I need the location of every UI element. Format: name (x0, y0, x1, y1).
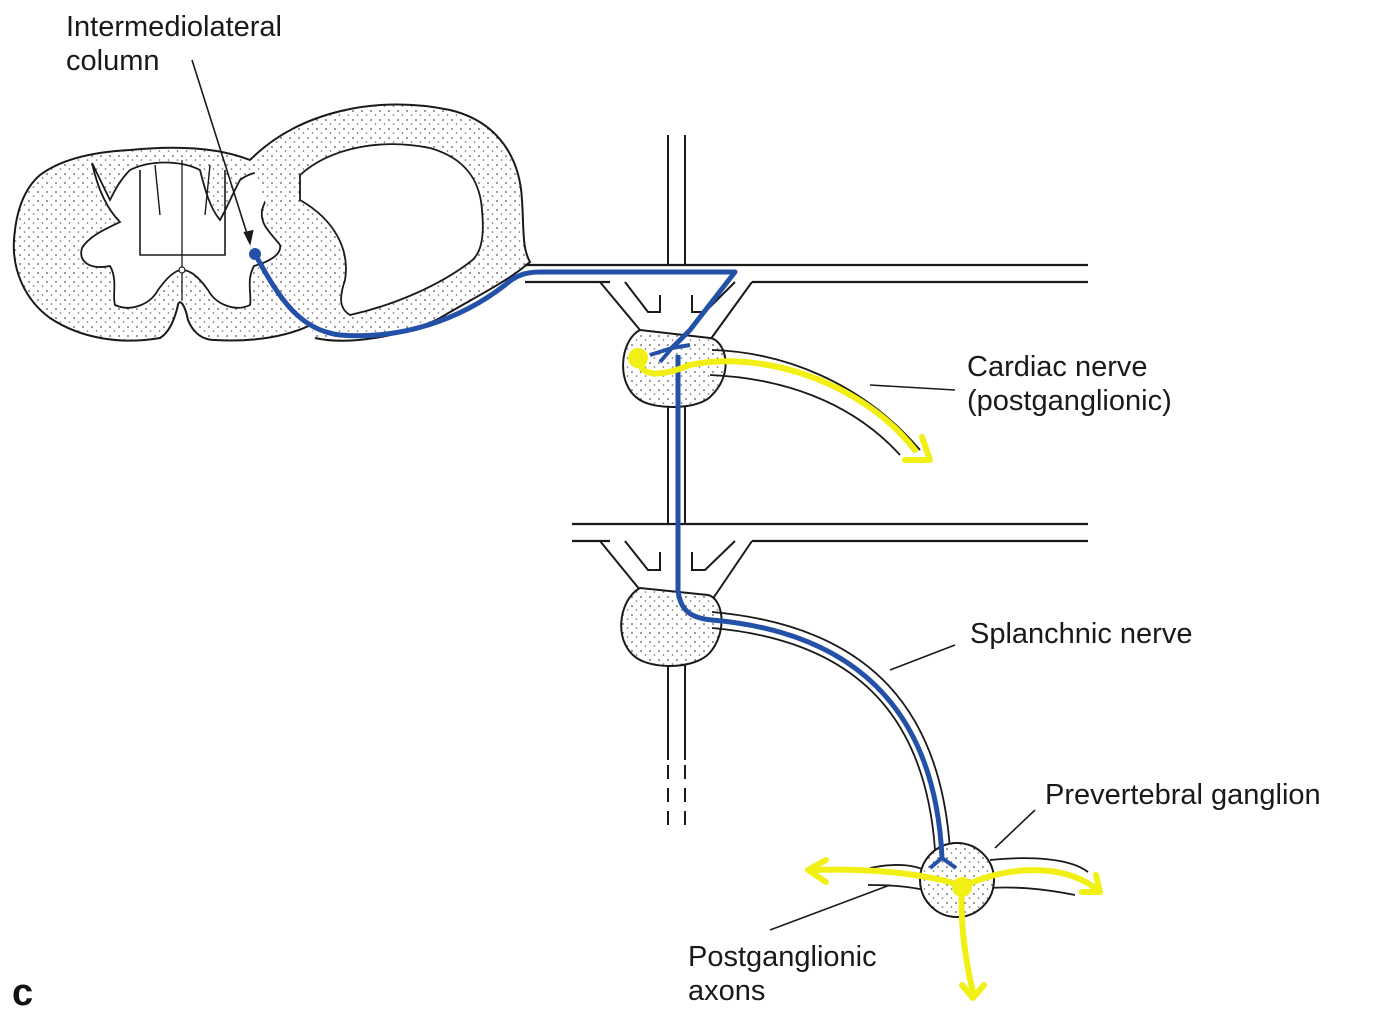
label-splanchnic-nerve: Splanchnic nerve (970, 617, 1192, 651)
leader-postganglionic (770, 885, 890, 930)
label-cardiac-line2: (postganglionic) (967, 384, 1172, 418)
panel-letter: c (12, 978, 33, 1008)
label-prevertebral-ganglion: Prevertebral ganglion (1045, 778, 1321, 812)
label-intermediolateral-line2: column (66, 44, 282, 78)
leader-cardiac (870, 385, 955, 390)
upper-chain-ganglion (600, 282, 920, 455)
label-postganglionic-axons: Postganglionic axons (688, 940, 877, 1008)
label-cardiac-nerve: Cardiac nerve (postganglionic) (967, 350, 1172, 418)
label-intermediolateral-line1: Intermediolateral (66, 10, 282, 44)
label-postganglionic-line1: Postganglionic (688, 940, 877, 974)
label-postganglionic-line2: axons (688, 974, 877, 1008)
label-cardiac-line1: Cardiac nerve (967, 350, 1172, 384)
splanchnic-nerve-outline (712, 612, 950, 850)
lower-spinal-nerve (572, 524, 1088, 541)
leader-splanchnic (890, 645, 955, 670)
leader-prevertebral (995, 810, 1035, 848)
label-intermediolateral: Intermediolateral column (66, 10, 282, 78)
